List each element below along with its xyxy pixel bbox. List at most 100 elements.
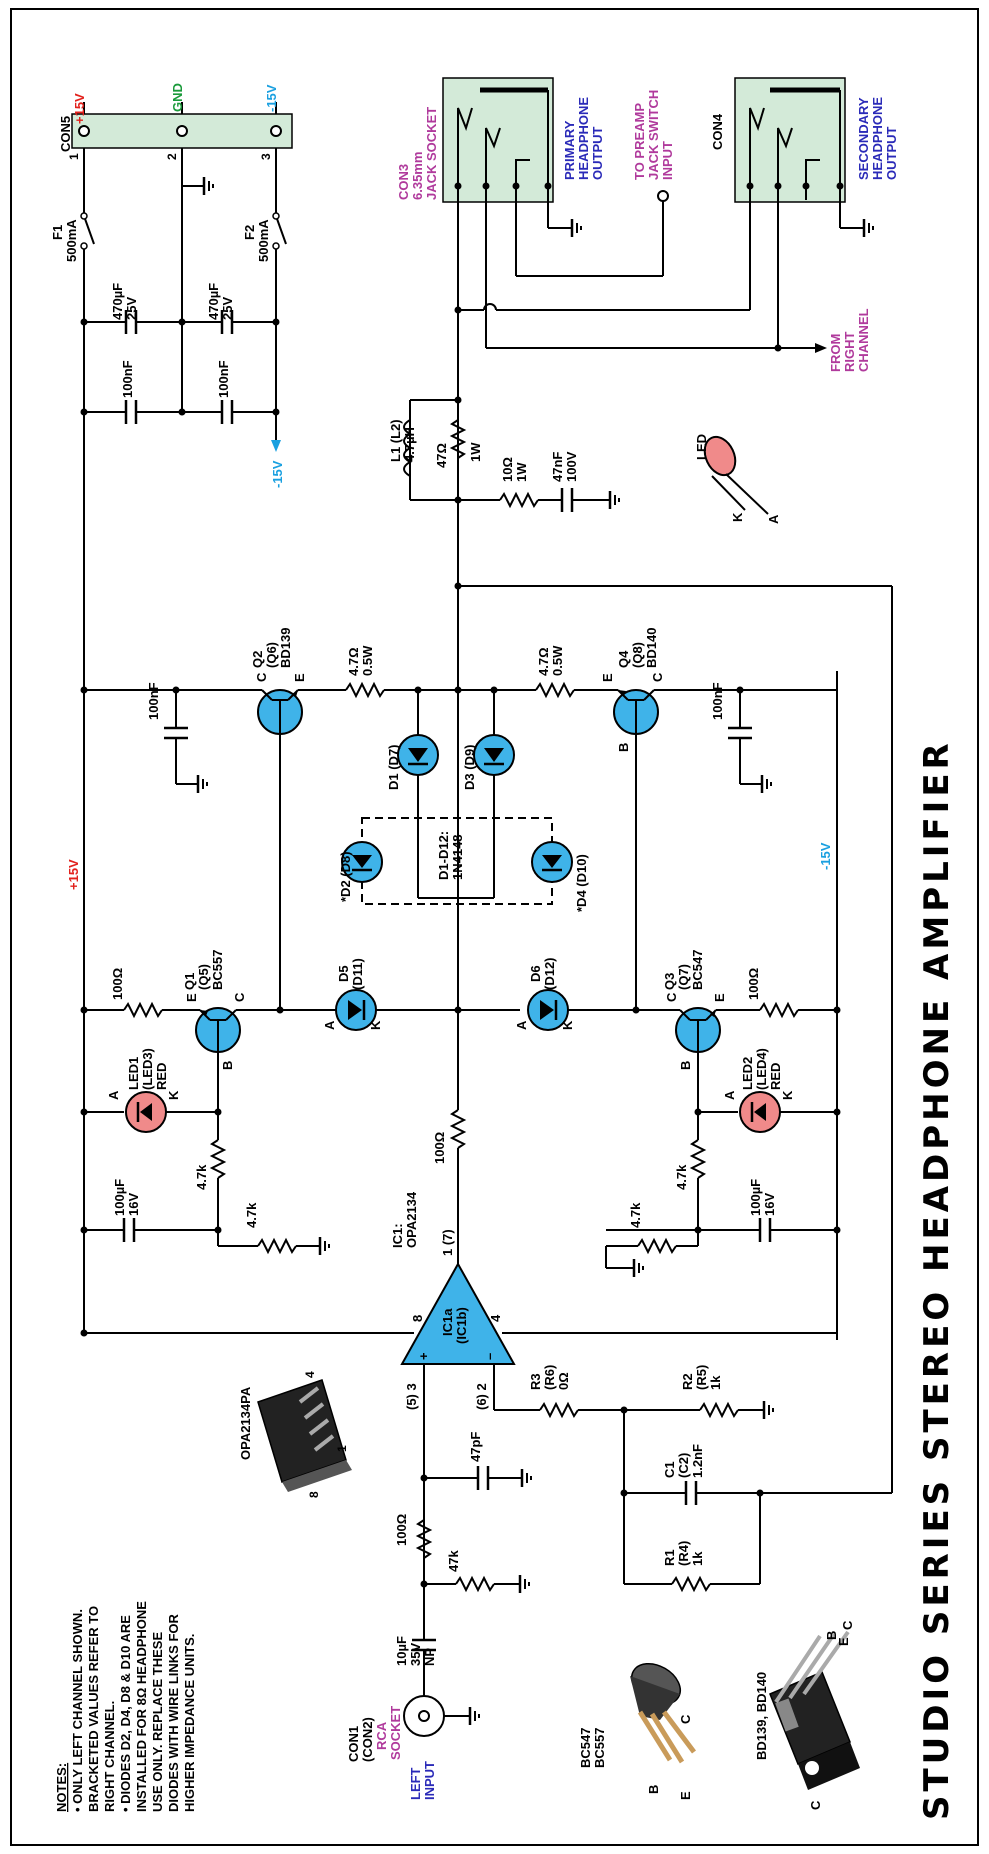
q4-e: E xyxy=(600,673,615,682)
output-network: L1 (L2) 4.7µH 47Ω 1W 10Ω 1W 47nF 100V xyxy=(388,396,621,512)
l1-name: L1 (L2) xyxy=(388,419,403,462)
led-a: A xyxy=(766,514,781,524)
d6b: (D12) xyxy=(542,957,557,990)
led2-a: A xyxy=(722,1090,737,1100)
r2v: 1k xyxy=(708,1375,723,1390)
r47-watt: 1W xyxy=(468,442,483,462)
con1-type1: RCA xyxy=(374,1721,389,1750)
r47kb: 4.7k xyxy=(244,1202,259,1228)
notes-line-3: • DIODES D2, D4, D8 & D10 ARE xyxy=(118,1615,133,1812)
bc-c: C xyxy=(678,1714,693,1724)
bd-package: BD139, BD140 B E C C xyxy=(754,1620,860,1810)
con1-in1: LEFT xyxy=(408,1767,423,1800)
m15-supply: -15V xyxy=(270,460,285,488)
q4-n2: (Q8) xyxy=(630,642,645,668)
led2-k: K xyxy=(780,1090,795,1100)
led2: LED2 xyxy=(740,1057,755,1090)
fuses: F1 500mA F2 500mA xyxy=(50,212,287,262)
r1v: 1k xyxy=(690,1551,705,1566)
r2: R2 xyxy=(680,1373,695,1390)
re2: 4.7Ω xyxy=(536,648,551,677)
r47kc: 4.7k xyxy=(674,1164,689,1190)
led1-a: A xyxy=(106,1090,121,1100)
d5-a: A xyxy=(322,1020,337,1030)
d5-k: K xyxy=(368,1020,383,1030)
bc-b: B xyxy=(646,1785,661,1794)
c470b-1: 470µF xyxy=(206,283,221,320)
rightch-1: FROM xyxy=(828,334,843,372)
con3-name: CON3 xyxy=(396,164,411,200)
notes-line-1: BRACKETED VALUES REFER TO xyxy=(86,1606,101,1812)
con3-out3: OUTPUT xyxy=(590,127,605,181)
con1-alt: (CON2) xyxy=(360,1717,375,1762)
opamp-name1: IC1: xyxy=(390,1223,405,1248)
dtype1: D1-D12: xyxy=(436,831,451,880)
f2-value: 500mA xyxy=(256,219,271,262)
bd-name: BD139, BD140 xyxy=(754,1672,769,1760)
l1-value: 4.7µH xyxy=(402,427,417,462)
q2-n2: (Q6) xyxy=(264,642,279,668)
notes-line-7: HIGHER IMPEDANCE UNITS. xyxy=(182,1634,197,1812)
led-name: LED xyxy=(694,434,709,460)
preamp-2: JACK SWITCH xyxy=(646,90,661,180)
con1-in2: INPUT xyxy=(422,1761,437,1800)
r47-name: 47Ω xyxy=(434,443,449,468)
f1-value: 500mA xyxy=(64,219,79,262)
page-title: STUDIO SERIES STEREO HEADPHONE AMPLIFIER xyxy=(917,739,957,1820)
f2-name: F2 xyxy=(242,225,257,240)
c470a-1: 470µF xyxy=(110,283,125,320)
q3-c: C xyxy=(664,992,679,1002)
con5-pin1: 1 xyxy=(67,153,81,160)
q1-e: E xyxy=(184,993,199,1002)
q3-b: B xyxy=(678,1061,693,1070)
q1-c: C xyxy=(232,992,247,1002)
con3-out2: HEADPHONE xyxy=(576,97,591,180)
r3b: (R6) xyxy=(542,1365,557,1390)
pkg-name: OPA2134PA xyxy=(238,1386,253,1460)
con5: CON5 +15V GND -15V 1 2 3 xyxy=(58,83,293,197)
r47ka: 4.7k xyxy=(194,1164,209,1190)
bc-package: BC547 BC557 B E C xyxy=(578,1662,696,1800)
notes-line-0: • ONLY LEFT CHANNEL SHOWN. xyxy=(70,1609,85,1812)
q3-n3: BC547 xyxy=(690,950,705,990)
q1-n3: BC557 xyxy=(210,950,225,990)
con3-type2: JACK SOCKET xyxy=(424,107,439,200)
q1-b: B xyxy=(220,1061,235,1070)
c47-name: 47nF xyxy=(550,452,565,482)
bd-c2: C xyxy=(808,1800,823,1810)
q1-n2: (Q5) xyxy=(196,964,211,990)
notes-line-2: RIGHT CHANNEL. xyxy=(102,1701,117,1812)
opamp-package: OPA2134PA 4 1 8 xyxy=(238,1371,352,1498)
opamp: 100Ω 8 4 1 (7) IC1: OPA2134 IC1a (IC1b) … xyxy=(80,1010,838,1584)
c470a-2: 25V xyxy=(124,297,139,320)
r2b: (R5) xyxy=(694,1365,709,1390)
rail-p15: +15V xyxy=(66,859,81,890)
pin8: 8 xyxy=(410,1315,425,1322)
con4-out2: HEADPHONE xyxy=(870,97,885,180)
output-stage: 100nF C E Q2 (Q6) BD139 4.7Ω 0.5W 4.7Ω 0… xyxy=(80,628,837,1010)
con1-name: CON1 xyxy=(346,1726,361,1762)
c10u3: NP xyxy=(422,1648,437,1666)
pkg-4: 4 xyxy=(303,1371,317,1378)
con3-type1: 6.35mm xyxy=(410,152,425,200)
pin1: 1 (7) xyxy=(440,1229,455,1256)
input-network: 47pF 100Ω 47k 10µF 35V NP CON1 (CON2) RC… xyxy=(346,1432,533,1800)
q2-c: C xyxy=(254,672,269,682)
r1b: (R4) xyxy=(676,1541,691,1566)
rails xyxy=(83,102,838,1340)
q2-n3: BD139 xyxy=(278,628,293,668)
d5: D5 xyxy=(336,965,351,982)
notes: NOTES: • ONLY LEFT CHANNEL SHOWN. BRACKE… xyxy=(54,1601,197,1812)
c100ub1: 100µF xyxy=(748,1179,763,1216)
r100t: 100Ω xyxy=(110,968,125,1000)
con4-out3: OUTPUT xyxy=(884,127,899,181)
con1-type2: SOCKET xyxy=(388,1706,403,1760)
c10u2: 35V xyxy=(408,1643,423,1666)
feedback-line xyxy=(454,582,893,1494)
d2: *D2 (D8) xyxy=(338,851,353,902)
d6: D6 xyxy=(528,965,543,982)
bias-diodes: D1 (D7) D3 (D9) *D2 (D8) *D4 (D10) D1-D1… xyxy=(338,690,589,912)
c1: C1 xyxy=(662,1461,677,1478)
q4-b: B xyxy=(616,743,631,752)
d6-k: K xyxy=(560,1020,575,1030)
